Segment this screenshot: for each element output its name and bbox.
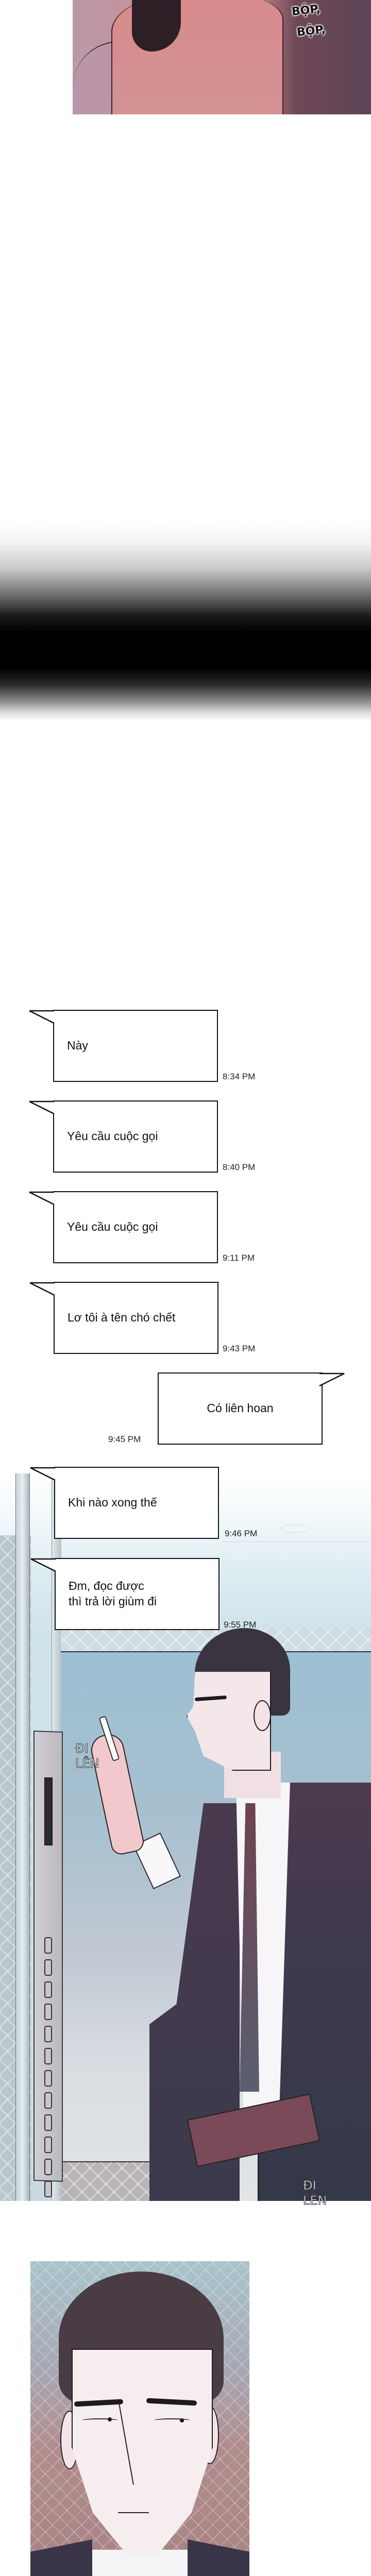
elevator-button	[44, 2026, 52, 2042]
mouth	[118, 2512, 149, 2513]
bubble-tail-icon	[28, 1100, 55, 1115]
bubble-tail-icon	[28, 1191, 55, 1206]
bubble-tail-icon	[30, 1558, 56, 1572]
sfx-di-len-2: ĐI LÊN	[303, 2178, 327, 2208]
sfx-word: LÊN	[75, 1756, 99, 1771]
sfx-bop-2: BỘP,	[296, 23, 327, 39]
floor-display	[44, 1777, 53, 1845]
timestamp: 9:45 PM	[108, 1434, 141, 1444]
pupil-left	[108, 2417, 112, 2421]
chat-bubble-received: Đm, đọc được thì trả lời giùm đi	[30, 1558, 220, 1630]
elevator-button	[44, 1981, 52, 1998]
panel-hand-closeup: BỘP, BỘP,	[73, 0, 371, 114]
chat-bubble-received: Khi nào xong thế	[29, 1467, 219, 1539]
chat-bubble-received: Yêu cầu cuộc gọi	[28, 1191, 218, 1263]
ceiling-edge	[222, 1541, 371, 1542]
elevator-button	[44, 1937, 52, 1954]
sfx-bop-1: BỘP,	[291, 3, 322, 19]
elevator-pillar	[15, 1473, 30, 2201]
timestamp: 9:55 PM	[224, 1620, 257, 1630]
sfx-word: ĐI	[75, 1741, 89, 1756]
chat-bubble-sent: Có liên hoan	[158, 1372, 345, 1445]
eye-left	[82, 2418, 118, 2422]
message-text: Yêu cầu cuộc gọi	[67, 1129, 158, 1143]
chat-bubble-received: Này	[28, 1010, 218, 1082]
timestamp: 8:34 PM	[223, 1072, 256, 1081]
message-text: Lơ tôi à tên chó chết	[68, 1311, 176, 1325]
pupil-right	[180, 2418, 184, 2422]
transition-black-band	[0, 518, 371, 721]
bubble-tail-icon	[28, 1010, 55, 1024]
elevator-button	[44, 2137, 52, 2153]
sfx-word: LÊN	[303, 2193, 327, 2208]
message-text: Có liên hoan	[207, 1401, 274, 1415]
message-text: Yêu cầu cuộc gọi	[67, 1220, 158, 1234]
sfx-word: ĐI	[303, 2178, 317, 2193]
timestamp: 9:11 PM	[223, 1253, 255, 1263]
chat-bubble-received: Yêu cầu cuộc gọi	[28, 1100, 218, 1173]
elevator-button	[44, 1959, 52, 1976]
elevator-button	[44, 2070, 52, 2087]
ceiling-light-icon	[280, 1524, 311, 1533]
elevator-button	[44, 2114, 52, 2131]
bubble-tail-icon	[29, 1282, 55, 1296]
ear	[254, 1700, 271, 1731]
elevator-button	[44, 2092, 52, 2109]
eye-right	[154, 2418, 190, 2422]
message-text: Đm, đọc được thì trả lời giùm đi	[69, 1579, 157, 1608]
sfx-di-len-1: ĐI LÊN	[75, 1741, 99, 1771]
timestamp: 8:40 PM	[223, 1162, 256, 1172]
bubble-tail-icon	[319, 1372, 345, 1387]
elevator-button	[44, 2004, 52, 2020]
elevator-button-grid	[44, 1937, 59, 2201]
elevator-button	[44, 2181, 52, 2197]
elevator-button	[44, 2159, 52, 2175]
bubble-tail-icon	[29, 1467, 56, 1481]
message-text: Này	[67, 1039, 88, 1053]
elevator-button	[44, 2048, 52, 2064]
timestamp: 9:46 PM	[225, 1529, 258, 1538]
wall-tiles-band	[61, 1628, 371, 1654]
timestamp: 9:43 PM	[223, 1344, 256, 1353]
message-text: Khi nào xong thế	[68, 1496, 157, 1510]
panel-face-closeup	[30, 2261, 249, 2576]
chat-bubble-received: Lơ tôi à tên chó chết	[29, 1282, 218, 1354]
